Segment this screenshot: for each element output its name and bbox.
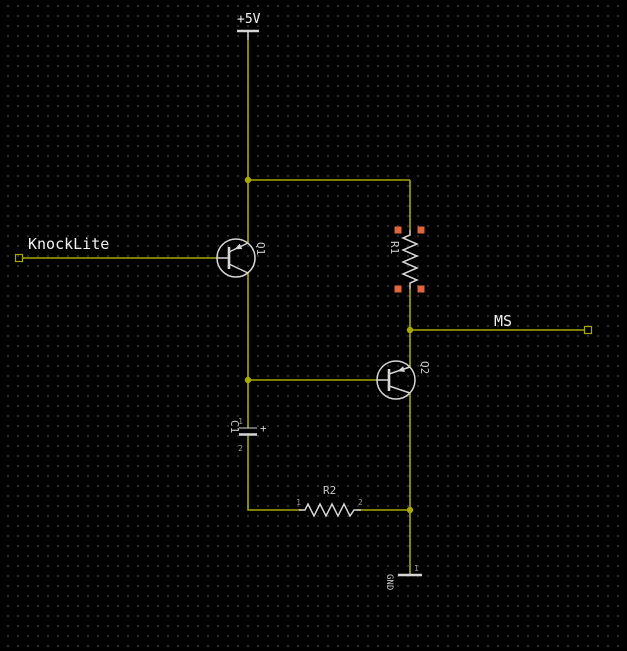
knocklite-label[interactable]: KnockLite <box>28 235 109 253</box>
r2-refdes[interactable]: R2 <box>323 484 336 497</box>
gnd-label[interactable]: GND <box>384 574 394 590</box>
ground-symbol[interactable]: GND 1 <box>384 564 422 590</box>
power-symbol-5v[interactable]: +5V <box>237 12 261 40</box>
selection-handle[interactable] <box>394 226 402 234</box>
junction-dot <box>244 176 252 184</box>
gnd-pin1-number: 1 <box>414 564 419 573</box>
c1-refdes[interactable]: C1 <box>228 420 241 433</box>
selection-handle[interactable] <box>417 285 425 293</box>
port-terminal[interactable] <box>14 253 24 263</box>
net-wires[interactable] <box>23 40 585 575</box>
port-terminal[interactable] <box>583 325 593 335</box>
resistor-r1[interactable]: R1 <box>388 226 425 293</box>
junction-dots <box>244 176 414 514</box>
junction-dot <box>406 326 414 334</box>
capacitor-c1[interactable]: + C1 1 2 <box>228 417 267 453</box>
q2-refdes[interactable]: Q2 <box>418 361 431 374</box>
resistor-zigzag[interactable] <box>401 230 419 289</box>
r2-pin2-number: 2 <box>358 498 363 507</box>
transistor-q2[interactable]: Q2 <box>376 360 431 400</box>
c1-polarity-mark: + <box>260 422 267 435</box>
selection-handle[interactable] <box>394 285 402 293</box>
junction-dot <box>244 376 252 384</box>
selection-handle[interactable] <box>417 226 425 234</box>
resistor-zigzag[interactable] <box>299 502 361 518</box>
port-knocklite[interactable]: KnockLite <box>14 235 110 263</box>
q1-refdes[interactable]: Q1 <box>254 242 267 255</box>
transistor-q1[interactable]: Q1 <box>216 238 267 278</box>
c1-pin1-number: 1 <box>238 417 243 426</box>
junction-dot <box>406 506 414 514</box>
power-label[interactable]: +5V <box>237 12 261 27</box>
ms-label[interactable]: MS <box>494 312 512 330</box>
r2-pin1-number: 1 <box>296 498 301 507</box>
transistor-emitter <box>228 263 249 274</box>
resistor-r2[interactable]: R2 1 2 <box>296 484 363 518</box>
transistor-emitter <box>388 385 411 394</box>
c1-pin2-number: 2 <box>238 444 243 453</box>
wire-c1-to-r2[interactable] <box>247 435 301 511</box>
r1-refdes[interactable]: R1 <box>388 241 401 254</box>
emitter-arrow-icon <box>397 366 405 372</box>
port-ms[interactable]: MS <box>494 312 593 335</box>
emitter-arrow-icon <box>234 243 243 250</box>
